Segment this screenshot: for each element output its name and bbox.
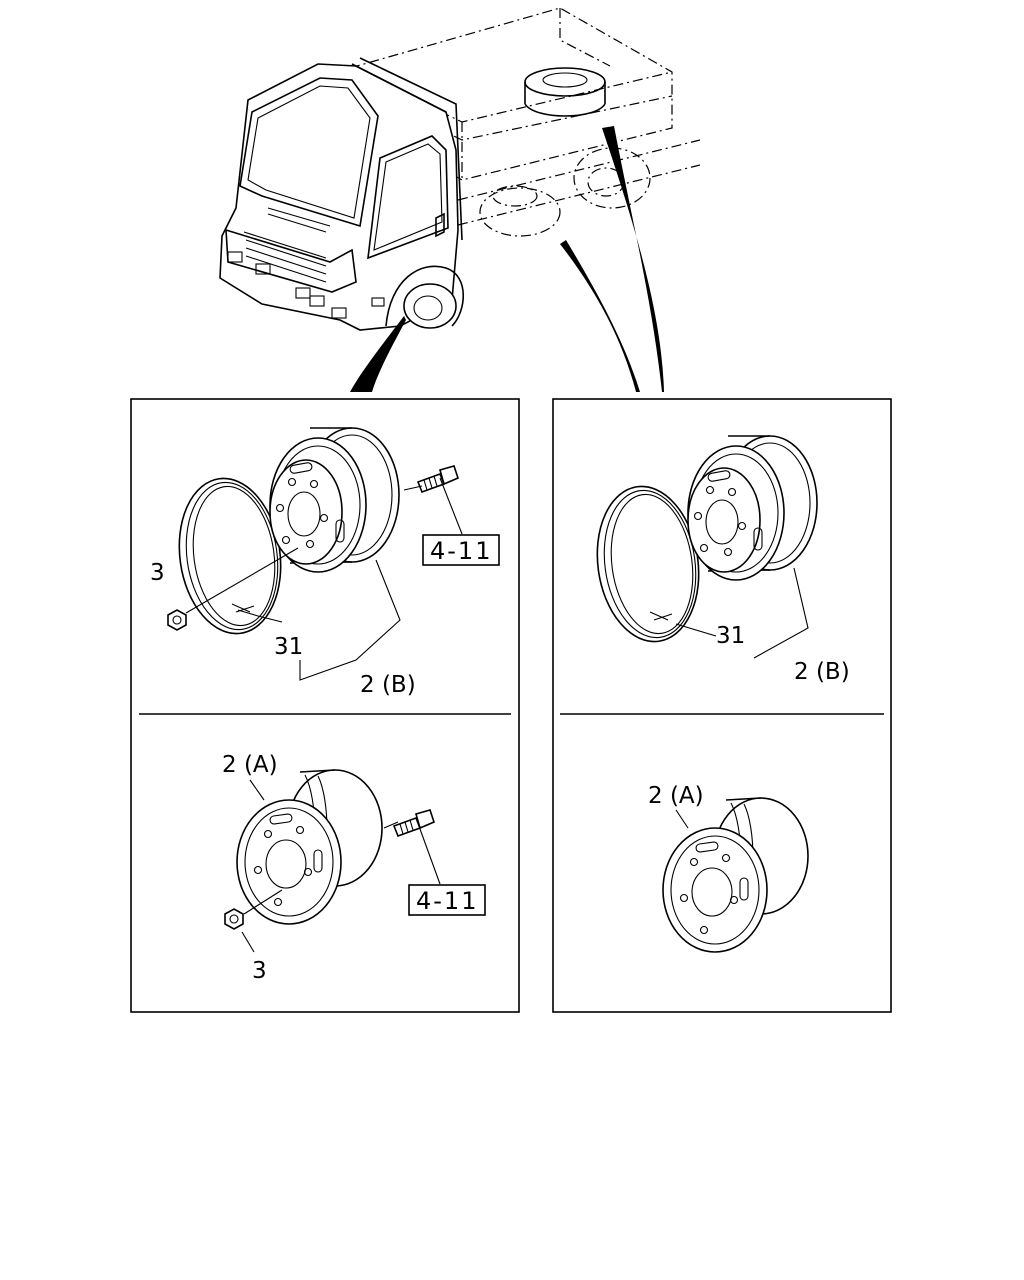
- left-top-label-31: 31: [274, 634, 303, 660]
- left-top-ref-label: 4-11: [430, 537, 492, 565]
- left-bottom-label-3: 3: [252, 958, 267, 984]
- right-bottom-assembly: [662, 797, 809, 953]
- dual-wheel-icon: [687, 435, 818, 581]
- hub-bolt-icon: [393, 809, 435, 837]
- right-panel: [552, 398, 892, 1013]
- hex-nut-icon: [224, 908, 244, 930]
- single-wheel-icon: [662, 797, 809, 953]
- left-top-assembly: [167, 427, 463, 681]
- right-top-label-31: 31: [716, 623, 745, 649]
- right-bottom-label-2a: 2 (A): [648, 783, 704, 809]
- left-bottom-assembly: [224, 769, 441, 953]
- dual-wheel-icon: [269, 427, 400, 573]
- left-top-label-3: 3: [150, 560, 165, 586]
- right-top-label-2b: 2 (B): [794, 659, 850, 685]
- pointer-rear-wheels: [560, 126, 664, 392]
- left-bottom-label-2a: 2 (A): [222, 752, 278, 778]
- left-top-ref-box: [422, 534, 500, 566]
- left-panel: [130, 398, 520, 1013]
- left-bottom-ref-box: [408, 884, 486, 916]
- hub-bolt-icon: [417, 465, 459, 493]
- hex-nut-icon: [167, 609, 187, 631]
- truck-illustration: [219, 7, 701, 331]
- left-bottom-ref-label: 4-11: [416, 887, 478, 915]
- left-top-label-2b: 2 (B): [360, 672, 416, 698]
- pointer-front-wheel: [350, 316, 406, 392]
- right-top-assembly: [586, 435, 818, 659]
